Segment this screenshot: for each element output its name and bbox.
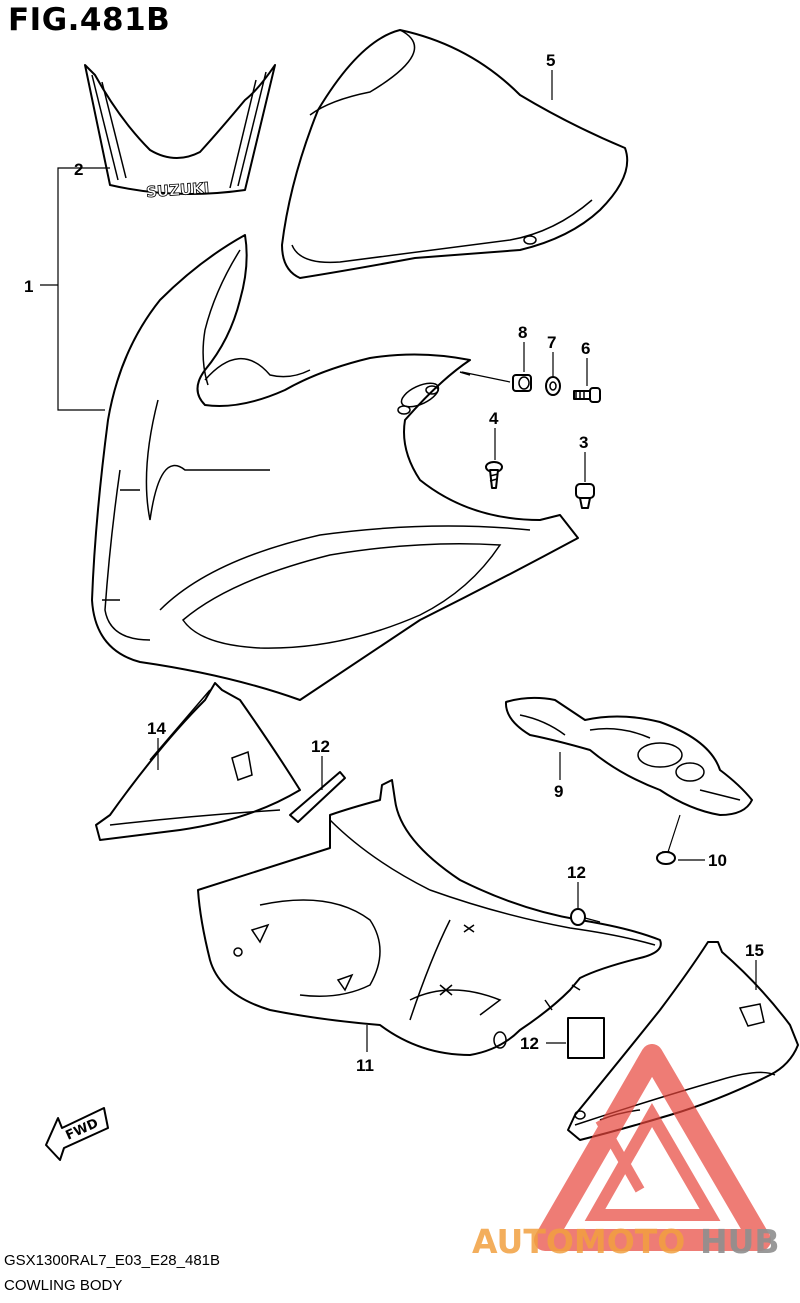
part-9-air-duct[interactable]: [504, 696, 753, 816]
callout-1: 1: [24, 277, 33, 296]
watermark-brand-part1: AUTOMOTO: [472, 1222, 685, 1261]
callout-9: 9: [554, 782, 563, 801]
part-14-inner-panel[interactable]: [95, 682, 301, 841]
part-12-upper-tape[interactable]: [289, 771, 346, 823]
callout-11: 11: [356, 1056, 374, 1075]
callout-6: 6: [581, 339, 590, 358]
part-12-lower-tape[interactable]: [567, 1017, 605, 1059]
callout-10: 10: [708, 851, 727, 870]
part-6-bolt[interactable]: [573, 387, 601, 403]
footer-section-name: COWLING BODY: [4, 1277, 123, 1294]
part-2-decal[interactable]: SUZUKI: [84, 64, 276, 202]
callout-13: 12: [567, 863, 586, 882]
callout-14: 14: [147, 719, 166, 738]
callout-12a: 12: [311, 737, 330, 756]
callout-2: 2: [74, 160, 83, 179]
watermark-triangle-logo: [534, 1044, 771, 1251]
callout-3: 3: [579, 433, 588, 452]
callout-12b: 12: [520, 1034, 539, 1053]
watermark-brand-part2: HUB: [700, 1222, 780, 1261]
fwd-arrow-icon: FWD: [45, 1107, 109, 1161]
callout-7: 7: [547, 333, 556, 352]
part-4-screw[interactable]: [485, 461, 503, 489]
decal-suzuki-text: SUZUKI: [145, 179, 209, 201]
part-8-nut[interactable]: [461, 371, 532, 392]
part-10-screw[interactable]: [656, 814, 681, 865]
callout-group-1-2: 1 2: [24, 160, 110, 411]
callout-15: 15: [745, 941, 764, 960]
callout-4: 4: [489, 409, 499, 428]
footer-model-code: GSX1300RAL7_E03_E28_481B: [4, 1252, 221, 1269]
part-13-screw[interactable]: [570, 908, 601, 926]
part-1-upper-cowling[interactable]: [91, 234, 579, 701]
part-3-screw[interactable]: [575, 483, 595, 509]
part-7-washer[interactable]: [545, 376, 561, 396]
part-11-lower-cowling[interactable]: [197, 779, 662, 1056]
part-5-windscreen[interactable]: [281, 29, 629, 279]
callout-5: 5: [546, 51, 555, 70]
callout-8: 8: [518, 323, 527, 342]
figure-title: FIG.481B: [8, 2, 171, 38]
